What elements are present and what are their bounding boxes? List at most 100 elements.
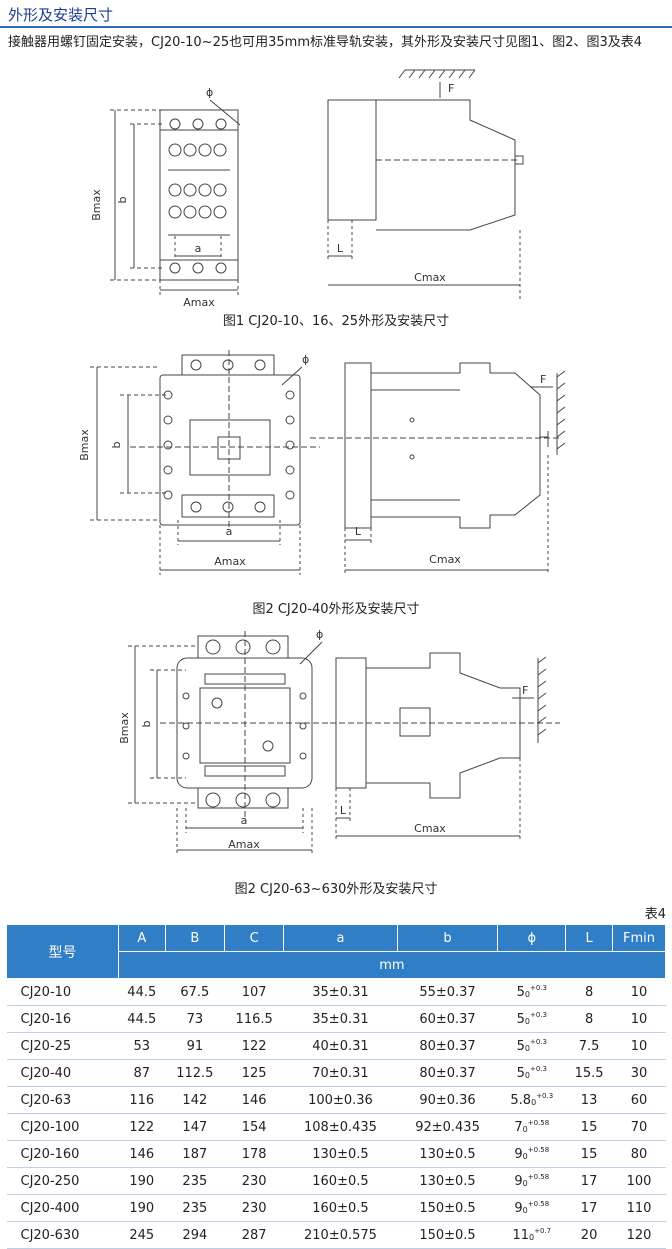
fig3-amax-label: Amax xyxy=(228,838,260,851)
cell-a: 70±0.31 xyxy=(283,1059,398,1087)
phi-base: 9 xyxy=(514,1174,523,1189)
fig3-b-label: b xyxy=(140,720,153,727)
cell-B: 235 xyxy=(165,1167,225,1195)
cell-F: 120 xyxy=(612,1221,666,1249)
fig2-b-label: b xyxy=(110,441,123,448)
figure-3-drawing: ϕ Bmax b a Amax F L Cmax xyxy=(118,628,560,853)
cell-a: 100±0.36 xyxy=(283,1086,398,1114)
fig3-l-label: L xyxy=(340,804,347,817)
fig3-cmax-label: Cmax xyxy=(414,822,446,835)
cell-phi: 70+0.58 xyxy=(497,1113,566,1141)
cell-b: 80±0.37 xyxy=(397,1032,498,1060)
phi-upper-tolerance: +0.3 xyxy=(536,1092,554,1100)
fig2-cmax-label: Cmax xyxy=(429,553,461,566)
fig1-phi-label: ϕ xyxy=(206,86,213,99)
cell-phi: 5.80+0.3 xyxy=(497,1086,566,1114)
cell-model: CJ20-25 xyxy=(6,1032,119,1060)
cell-b: 55±0.37 xyxy=(397,978,498,1006)
fig3-f-label: F xyxy=(522,684,528,697)
cell-A: 87 xyxy=(118,1059,166,1087)
phi-lower-tolerance: 0 xyxy=(522,1125,528,1134)
cell-phi: 90+0.58 xyxy=(497,1140,566,1168)
cell-F: 110 xyxy=(612,1194,666,1222)
cell-A: 44.5 xyxy=(118,1005,166,1033)
cell-C: 230 xyxy=(224,1167,284,1195)
cell-b: 150±0.5 xyxy=(397,1194,498,1222)
cell-A: 190 xyxy=(118,1194,166,1222)
cell-model: CJ20-400 xyxy=(6,1194,119,1222)
cell-B: 147 xyxy=(165,1113,225,1141)
phi-upper-tolerance: +0.58 xyxy=(527,1200,550,1208)
fig1-bmax-label: Bmax xyxy=(90,189,103,221)
header-b: b xyxy=(396,924,499,952)
phi-base: 9 xyxy=(514,1201,523,1216)
cell-C: 125 xyxy=(224,1059,284,1087)
phi-lower-tolerance: 0 xyxy=(524,990,530,999)
cell-L: 13 xyxy=(565,1086,613,1114)
cell-C: 154 xyxy=(224,1113,284,1141)
fig3-phi-label: ϕ xyxy=(316,628,323,641)
phi-lower-tolerance: 0 xyxy=(522,1179,528,1188)
cell-a: 108±0.435 xyxy=(283,1113,398,1141)
fig1-a-label: a xyxy=(195,242,202,255)
phi-base: 11 xyxy=(512,1228,530,1243)
cell-B: 67.5 xyxy=(165,978,225,1006)
header-C: C xyxy=(223,924,285,952)
phi-upper-tolerance: +0.3 xyxy=(529,1011,547,1019)
header-unit: mm xyxy=(117,951,667,979)
cell-C: 287 xyxy=(224,1221,284,1249)
phi-lower-tolerance: 0 xyxy=(524,1044,530,1053)
figure-3-caption: 图2 CJ20-63~630外形及安装尺寸 xyxy=(234,882,438,897)
cell-model: CJ20-16 xyxy=(6,1005,119,1033)
cell-L: 8 xyxy=(565,1005,613,1033)
cell-F: 10 xyxy=(612,1032,666,1060)
phi-lower-tolerance: 0 xyxy=(531,1098,537,1107)
figure-2-caption: 图2 CJ20-40外形及安装尺寸 xyxy=(252,602,420,617)
cell-L: 15.5 xyxy=(565,1059,613,1087)
cell-L: 20 xyxy=(565,1221,613,1249)
fig1-b-label: b xyxy=(116,196,129,203)
cell-phi: 50+0.3 xyxy=(497,1005,566,1033)
phi-lower-tolerance: 0 xyxy=(522,1152,528,1161)
figure-1-caption: 图1 CJ20-10、16、25外形及安装尺寸 xyxy=(222,314,450,329)
phi-base: 5 xyxy=(516,1066,525,1081)
phi-upper-tolerance: +0.58 xyxy=(527,1146,550,1154)
fig2-amax-label: Amax xyxy=(214,555,246,568)
cell-A: 146 xyxy=(118,1140,166,1168)
cell-F: 100 xyxy=(612,1167,666,1195)
phi-base: 5 xyxy=(516,1039,525,1054)
phi-lower-tolerance: 0 xyxy=(522,1206,528,1215)
title-divider xyxy=(0,26,672,28)
cell-F: 70 xyxy=(612,1113,666,1141)
phi-upper-tolerance: +0.3 xyxy=(529,984,547,992)
header-Fmin: Fmin xyxy=(611,924,667,952)
fig1-cmax-label: Cmax xyxy=(414,271,446,284)
header-L: L xyxy=(565,924,613,952)
cell-model: CJ20-160 xyxy=(6,1140,119,1168)
cell-b: 130±0.5 xyxy=(397,1140,498,1168)
cell-F: 30 xyxy=(612,1059,666,1087)
cell-B: 73 xyxy=(165,1005,225,1033)
phi-base: 5 xyxy=(516,985,525,1000)
cell-B: 235 xyxy=(165,1194,225,1222)
cell-L: 8 xyxy=(565,978,613,1006)
cell-C: 122 xyxy=(224,1032,284,1060)
cell-B: 142 xyxy=(165,1086,225,1114)
cell-a: 35±0.31 xyxy=(283,1005,398,1033)
cell-B: 187 xyxy=(165,1140,225,1168)
fig2-l-label: L xyxy=(355,525,362,538)
phi-upper-tolerance: +0.58 xyxy=(527,1119,550,1127)
cell-L: 7.5 xyxy=(565,1032,613,1060)
fig1-f-label: F xyxy=(448,82,454,95)
cell-model: CJ20-100 xyxy=(6,1113,119,1141)
figure-1-drawing: ϕ Bmax b a Amax F L Cmax xyxy=(90,69,524,309)
cell-b: 60±0.37 xyxy=(397,1005,498,1033)
cell-phi: 110+0.7 xyxy=(497,1221,566,1249)
cell-phi: 50+0.3 xyxy=(497,978,566,1006)
